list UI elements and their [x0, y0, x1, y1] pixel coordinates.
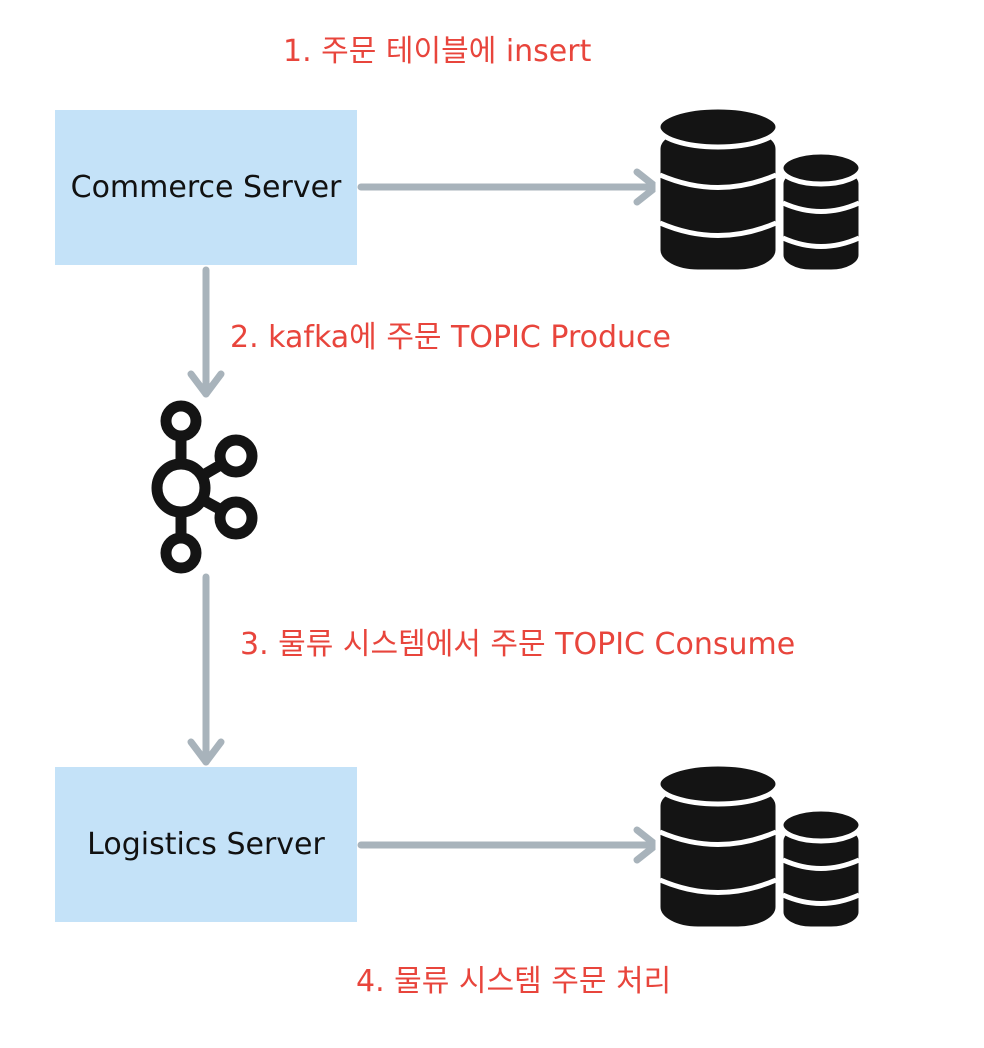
step-1-label: 1. 주문 테이블에 insert: [283, 34, 592, 69]
logistics-server-label: Logistics Server: [87, 827, 325, 862]
commerce-server-label: Commerce Server: [70, 170, 342, 205]
step-2-label: 2. kafka에 주문 TOPIC Produce: [230, 320, 672, 355]
kafka-icon: [151, 400, 258, 574]
arrow-kafka-to-logistics: [187, 573, 225, 766]
arrow-commerce-to-db: [357, 168, 660, 206]
arrow-logistics-to-db: [357, 826, 660, 864]
step-3-label: 3. 물류 시스템에서 주문 TOPIC Consume: [240, 627, 796, 662]
logistics-server-box: Logistics Server: [55, 767, 357, 922]
arrow-commerce-to-kafka: [187, 266, 225, 398]
database-icon: [655, 761, 864, 932]
commerce-server-box: Commerce Server: [55, 110, 357, 265]
database-icon: [655, 104, 864, 275]
step-4-label: 4. 물류 시스템 주문 처리: [356, 964, 672, 999]
